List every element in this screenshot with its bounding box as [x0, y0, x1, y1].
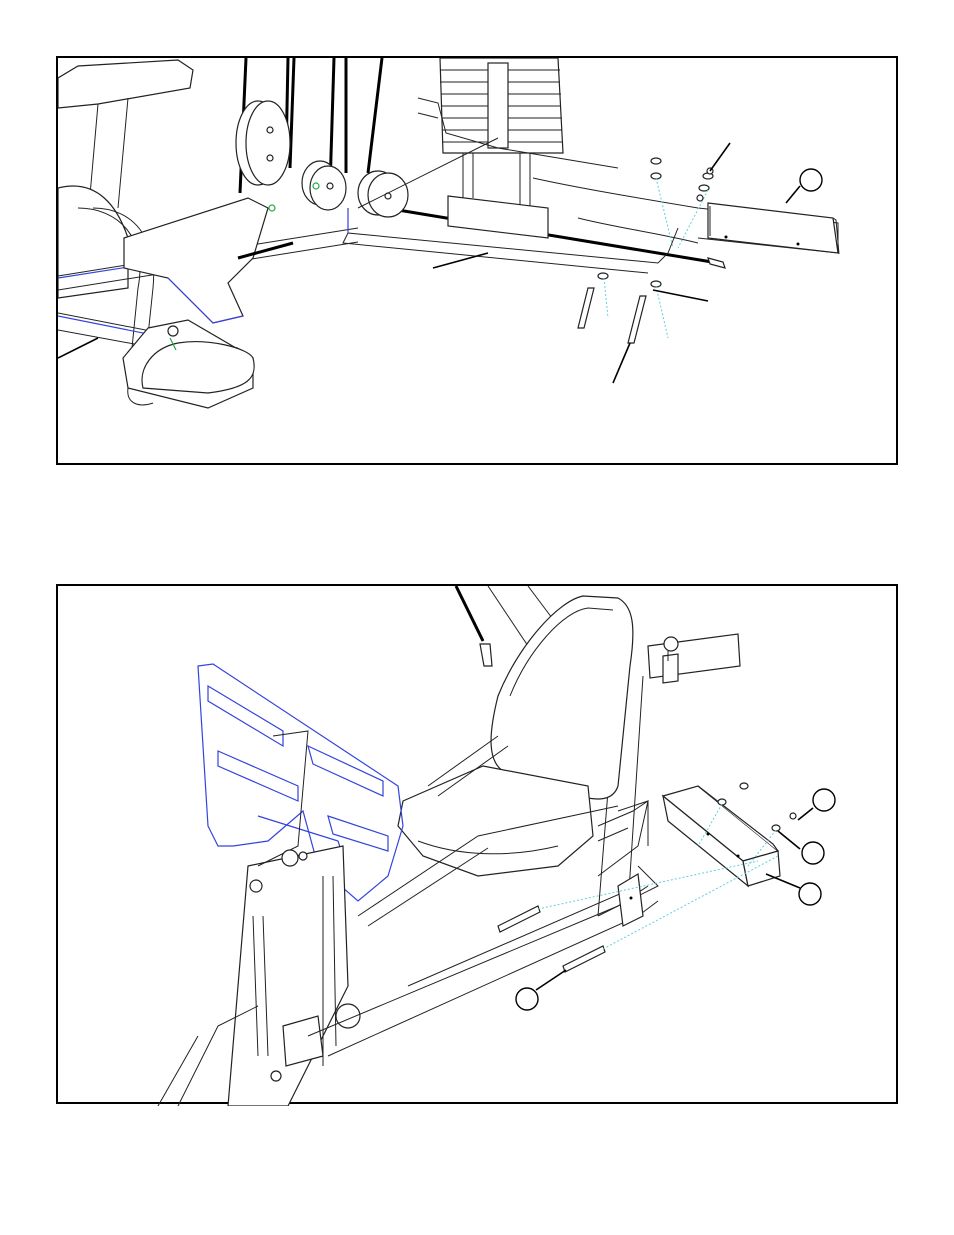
figure-top-frame: [56, 56, 898, 465]
washer-icon: [598, 158, 713, 338]
main-frame: [343, 98, 838, 273]
seat-back-pad: [491, 596, 633, 799]
seat-pad: [398, 766, 593, 876]
bolt-icon: [498, 906, 605, 972]
leader-lines: [433, 143, 800, 383]
weight-stack: [440, 58, 563, 238]
figure-bottom-drawing: [58, 586, 900, 1106]
callout-circle-icon: [800, 169, 822, 191]
figure-bottom-frame: [56, 584, 898, 1104]
leg-press-frame: [158, 731, 360, 1106]
nut-icon: [790, 813, 796, 819]
foot-plate: [58, 320, 254, 408]
mounting-bracket: [618, 874, 643, 926]
pulley-icon: [236, 101, 408, 217]
figure-top-drawing: [58, 58, 900, 467]
cables: [456, 586, 492, 666]
leg-lever-plate: [124, 198, 268, 323]
